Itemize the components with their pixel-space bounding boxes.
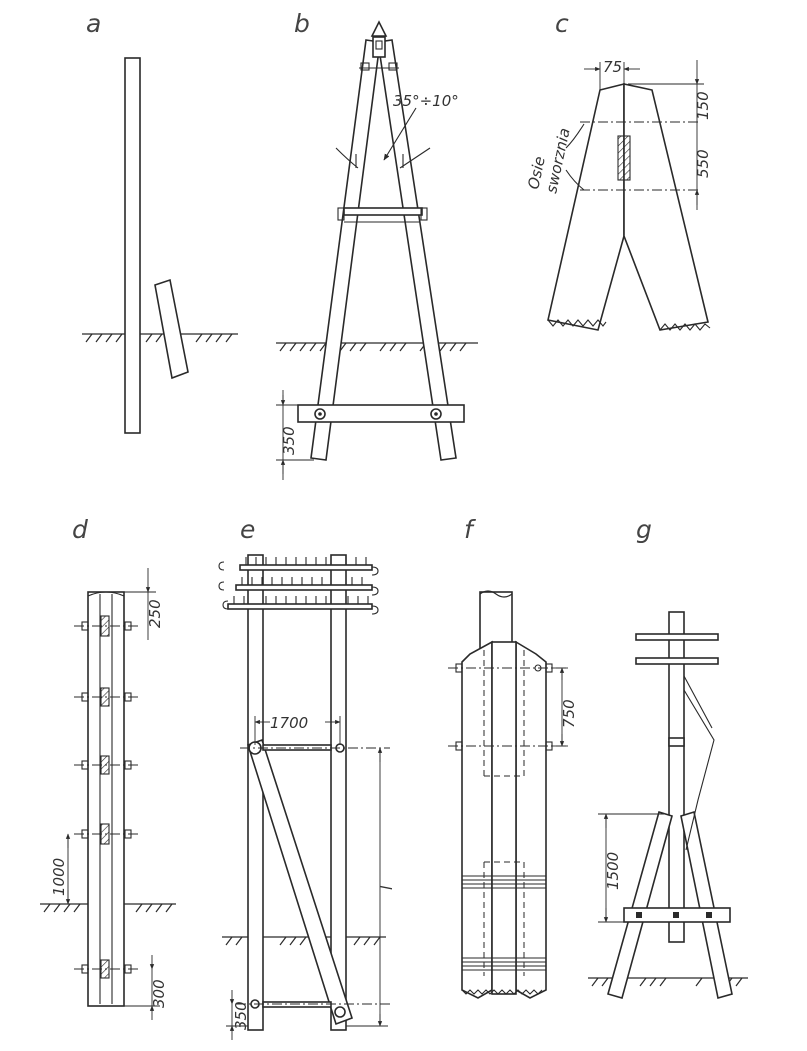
right-leg-g — [680, 810, 733, 1000]
right-clamp-f — [515, 640, 547, 999]
angle-label: 35°÷10° — [393, 92, 459, 110]
panel-d-label: d — [72, 515, 88, 544]
dim-750: 750 — [560, 699, 578, 728]
dim-1000: 1000 — [50, 858, 68, 896]
dim-1500: 1500 — [604, 852, 622, 890]
dim-150: 150 — [694, 91, 712, 120]
dim-l: l — [378, 885, 396, 890]
panel-e-label: e — [240, 515, 255, 544]
left-blade — [547, 82, 625, 331]
dim-550: 550 — [694, 149, 712, 178]
panel-b: b 35°÷10° — [276, 9, 478, 480]
left-leg — [310, 39, 381, 461]
panel-g-label: g — [636, 515, 652, 544]
pole — [124, 57, 141, 434]
dim-1700: 1700 — [270, 714, 308, 732]
dim-300: 300 — [150, 979, 168, 1008]
dim-350-e: 350 — [232, 1001, 250, 1030]
panel-d: d 250 — [40, 515, 176, 1020]
stub-f — [491, 641, 517, 995]
left-leg-g — [607, 810, 673, 999]
panel-f: f — [448, 515, 578, 999]
panel-b-label: b — [294, 9, 310, 38]
panel-g: g 1500 — [588, 515, 748, 1000]
dim-350-b: 350 — [280, 426, 298, 455]
pole-g — [668, 611, 685, 943]
reinforced-pole — [87, 591, 125, 1007]
right-leg — [377, 39, 457, 461]
steel-bands-f — [462, 875, 546, 971]
panel-c-label: c — [555, 9, 569, 38]
panel-e: e — [218, 515, 396, 1040]
left-pole-e — [247, 554, 264, 1031]
panel-c: c 75 150 550 Osie sworznia — [524, 9, 712, 331]
dim-75: 75 — [603, 58, 622, 76]
bolts-d — [74, 615, 140, 979]
panel-a: a — [82, 9, 238, 434]
crossarms-e — [218, 557, 379, 615]
right-pole-e — [330, 554, 347, 1031]
panel-a-label: a — [86, 9, 101, 38]
middle-brace — [343, 207, 423, 216]
dim-250: 250 — [146, 599, 164, 628]
bolt-slot — [617, 135, 631, 181]
bottom-beam — [297, 404, 465, 423]
panel-f-label: f — [464, 515, 476, 544]
left-clamp-f — [461, 640, 493, 999]
tilted-strut — [154, 278, 189, 380]
